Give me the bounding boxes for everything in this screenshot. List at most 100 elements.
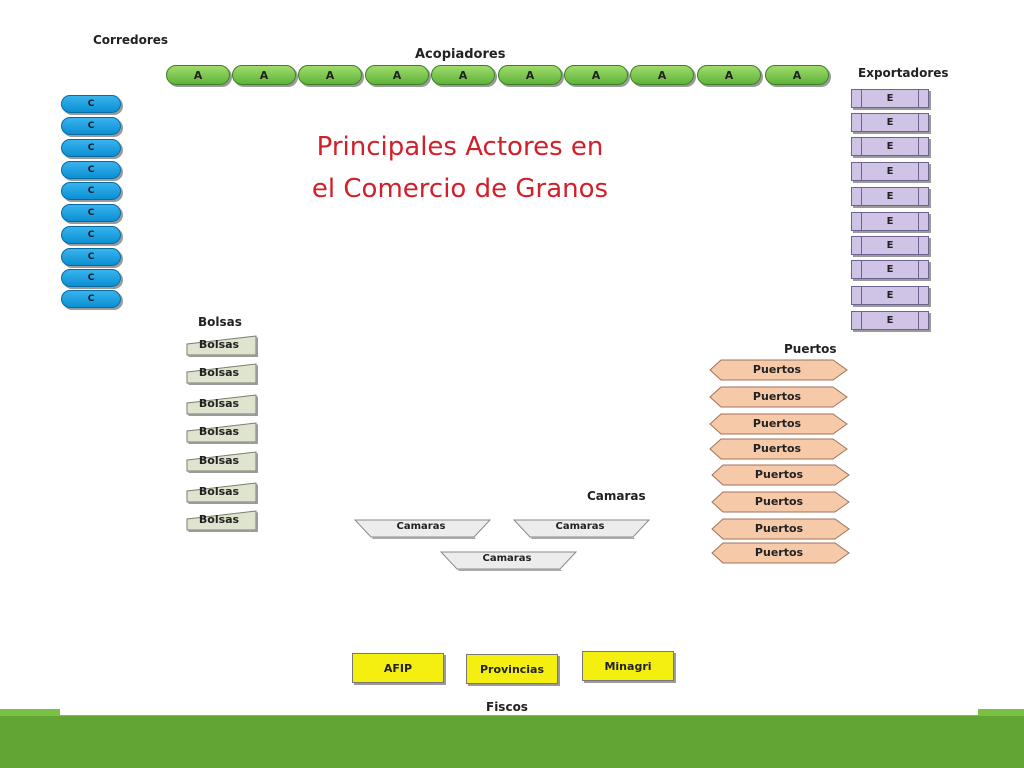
title-line-2: el Comercio de Granos: [311, 174, 609, 204]
bolsa-node[interactable]: Bolsas: [184, 450, 258, 473]
bolsa-shape: [186, 482, 258, 504]
puerto-shape: [711, 491, 850, 513]
camaras-heading: Camaras: [587, 489, 646, 503]
bolsa-label: Bolsas: [198, 454, 240, 467]
puerto-shape: [711, 518, 850, 540]
corredor-node[interactable]: C: [61, 139, 121, 157]
exportador-node[interactable]: E: [851, 187, 929, 206]
exportador-label: E: [886, 117, 894, 128]
camara-shape: [513, 519, 651, 539]
puerto-label: Puertos: [752, 417, 802, 430]
fisco-node-afip[interactable]: AFIP: [352, 653, 444, 683]
puerto-shape: [709, 359, 848, 381]
footer-bar: [0, 716, 1024, 768]
exportador-node[interactable]: E: [851, 311, 929, 330]
exportador-label: E: [886, 315, 894, 326]
exportador-node[interactable]: E: [851, 260, 929, 279]
bolsa-shape: [186, 422, 258, 444]
slide-title: Principales Actores en el Comercio de Gr…: [290, 126, 630, 210]
acopiador-node[interactable]: A: [166, 65, 230, 85]
puerto-label: Puertos: [754, 495, 804, 508]
footer-white-strip: [60, 709, 978, 715]
puerto-node[interactable]: Puertos: [711, 491, 851, 513]
puerto-shape: [709, 413, 848, 435]
camara-node[interactable]: Camaras: [354, 519, 492, 539]
exportador-label: E: [886, 240, 894, 251]
acopiador-node[interactable]: A: [298, 65, 362, 85]
bolsa-shape: [186, 451, 258, 473]
exportador-node[interactable]: E: [851, 162, 929, 181]
fisco-node-minagri[interactable]: Minagri: [582, 651, 674, 681]
corredor-node[interactable]: C: [61, 290, 121, 308]
puerto-shape: [709, 438, 848, 460]
exportador-node[interactable]: E: [851, 212, 929, 231]
corredor-node[interactable]: C: [61, 161, 121, 179]
puerto-node[interactable]: Puertos: [709, 438, 849, 460]
camara-node[interactable]: Camaras: [513, 519, 651, 539]
corredores-heading: Corredores: [93, 33, 169, 47]
exportador-node[interactable]: E: [851, 89, 929, 108]
puerto-node[interactable]: Puertos: [709, 413, 849, 435]
bolsa-node[interactable]: Bolsas: [184, 481, 258, 504]
puerto-shape: [711, 464, 850, 486]
exportador-node[interactable]: E: [851, 137, 929, 156]
puerto-label: Puertos: [752, 363, 802, 376]
corredor-node[interactable]: C: [61, 226, 121, 244]
camara-shape: [440, 551, 578, 571]
camara-node[interactable]: Camaras: [440, 551, 578, 571]
corredor-node[interactable]: C: [61, 95, 121, 113]
exportador-node[interactable]: E: [851, 236, 929, 255]
puerto-node[interactable]: Puertos: [711, 542, 851, 564]
puerto-node[interactable]: Puertos: [711, 464, 851, 486]
title-line-1: Principales Actores en: [316, 132, 604, 162]
corredor-node[interactable]: C: [61, 269, 121, 287]
acopiador-node[interactable]: A: [365, 65, 429, 85]
exportador-label: E: [886, 290, 894, 301]
corredor-node[interactable]: C: [61, 182, 121, 200]
bolsa-shape: [186, 510, 258, 532]
bolsa-label: Bolsas: [198, 397, 240, 410]
bolsa-label: Bolsas: [198, 485, 240, 498]
acopiador-node[interactable]: A: [765, 65, 829, 85]
acopiadores-heading: Acopiadores: [415, 47, 506, 62]
exportador-node[interactable]: E: [851, 113, 929, 132]
bolsa-shape: [186, 335, 258, 357]
bolsa-label: Bolsas: [198, 425, 240, 438]
puerto-label: Puertos: [752, 442, 802, 455]
camara-shape: [354, 519, 492, 539]
bolsas-heading: Bolsas: [198, 315, 242, 329]
corredor-node[interactable]: C: [61, 117, 121, 135]
acopiador-node[interactable]: A: [431, 65, 495, 85]
exportador-label: E: [886, 191, 894, 202]
acopiador-node[interactable]: A: [232, 65, 296, 85]
bolsa-node[interactable]: Bolsas: [184, 421, 258, 444]
acopiador-node[interactable]: A: [697, 65, 761, 85]
fiscos-heading: Fiscos: [486, 700, 528, 714]
exportador-label: E: [886, 141, 894, 152]
corredor-node[interactable]: C: [61, 248, 121, 266]
acopiador-node[interactable]: A: [498, 65, 562, 85]
bolsa-shape: [186, 363, 258, 385]
puerto-label: Puertos: [754, 522, 804, 535]
camara-label: Camaras: [555, 521, 605, 532]
exportadores-heading: Exportadores: [858, 66, 949, 80]
exportador-node[interactable]: E: [851, 286, 929, 305]
corredor-node[interactable]: C: [61, 204, 121, 222]
bolsa-node[interactable]: Bolsas: [184, 362, 258, 385]
puerto-node[interactable]: Puertos: [709, 386, 849, 408]
bolsa-node[interactable]: Bolsas: [184, 334, 258, 357]
bolsa-node[interactable]: Bolsas: [184, 509, 258, 532]
puerto-node[interactable]: Puertos: [711, 518, 851, 540]
puerto-label: Puertos: [754, 546, 804, 559]
camara-label: Camaras: [482, 553, 532, 564]
acopiador-node[interactable]: A: [564, 65, 628, 85]
exportador-label: E: [886, 264, 894, 275]
bolsa-node[interactable]: Bolsas: [184, 393, 258, 416]
fisco-node-provincias[interactable]: Provincias: [466, 654, 558, 684]
puerto-node[interactable]: Puertos: [709, 359, 849, 381]
exportador-label: E: [886, 93, 894, 104]
puerto-shape: [711, 542, 850, 564]
acopiador-node[interactable]: A: [630, 65, 694, 85]
puerto-label: Puertos: [752, 390, 802, 403]
bolsa-label: Bolsas: [198, 366, 240, 379]
